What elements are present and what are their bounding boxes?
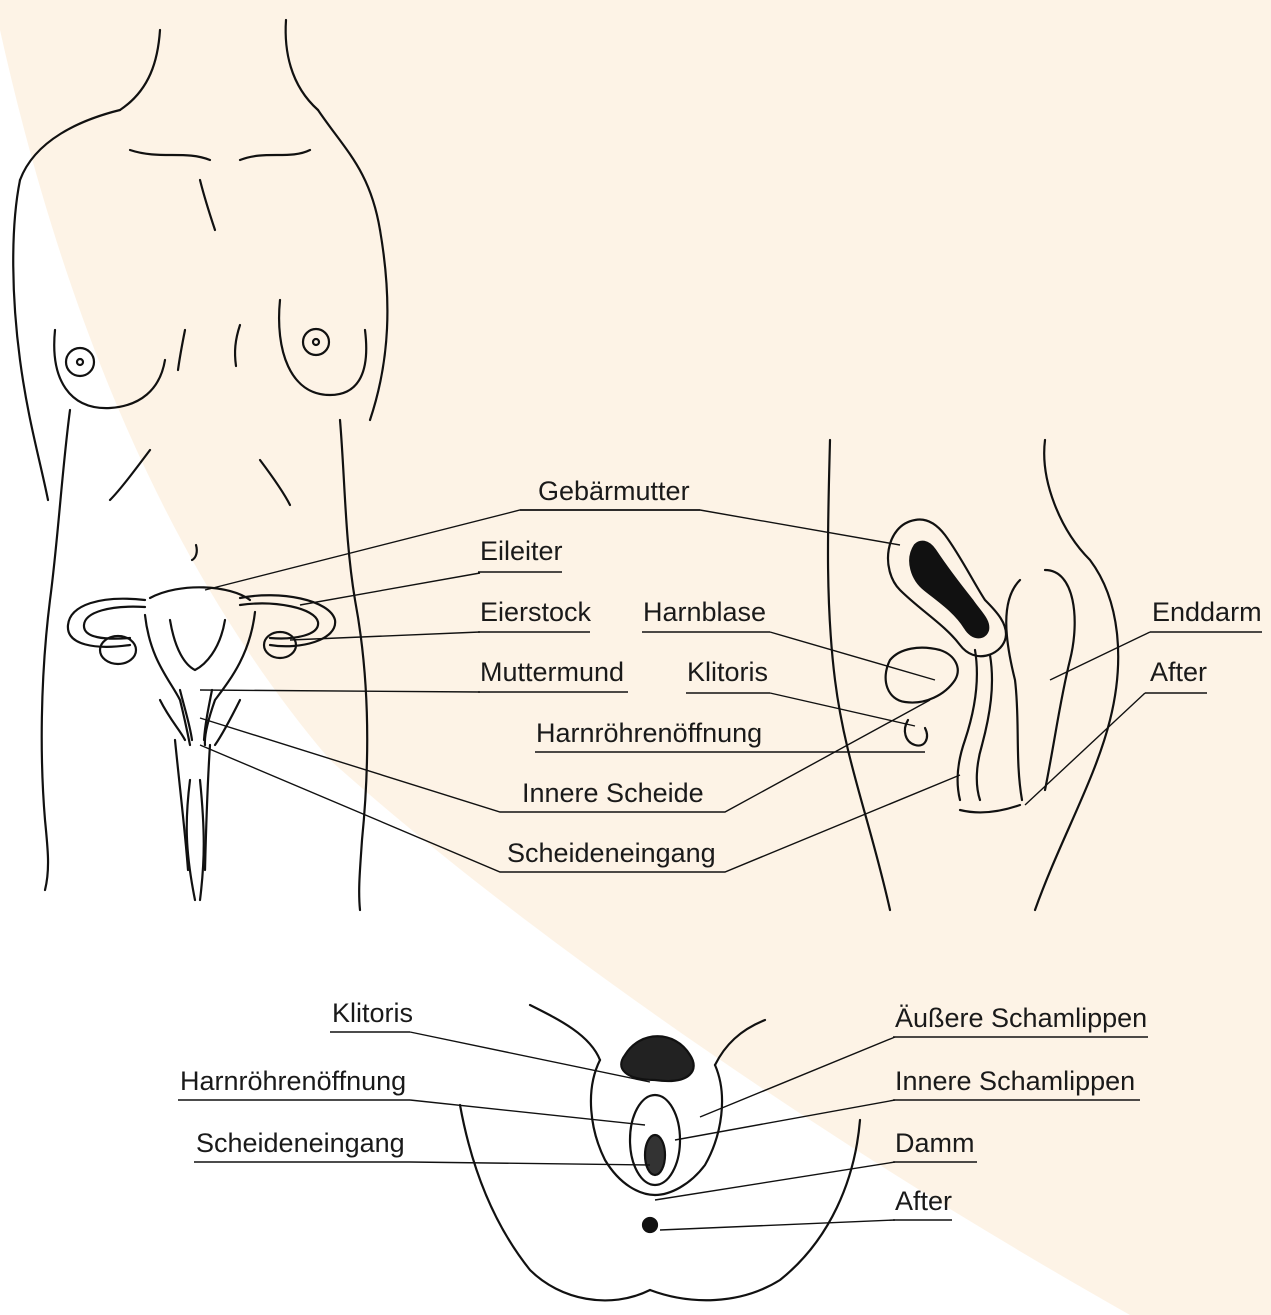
label-damm: Damm xyxy=(895,1128,975,1158)
label-after-side: After xyxy=(1150,657,1207,687)
label-enddarm: Enddarm xyxy=(1152,597,1262,627)
label-aeussere-schamlippen: Äußere Schamlippen xyxy=(895,1003,1147,1033)
label-gebaermutter: Gebärmutter xyxy=(538,476,690,506)
label-klitoris-side: Klitoris xyxy=(687,657,768,687)
label-scheideneingang-bottom: Scheideneingang xyxy=(196,1128,405,1158)
label-innere-schamlippen: Innere Schamlippen xyxy=(895,1066,1135,1096)
label-klitoris-bottom: Klitoris xyxy=(332,998,413,1028)
label-after-bottom: After xyxy=(895,1186,952,1216)
label-scheideneingang-top: Scheideneingang xyxy=(507,838,716,868)
label-eierstock: Eierstock xyxy=(480,597,592,627)
label-muttermund: Muttermund xyxy=(480,657,624,687)
label-innere-scheide: Innere Scheide xyxy=(522,778,704,808)
label-harnblase: Harnblase xyxy=(643,597,766,627)
label-eileiter: Eileiter xyxy=(480,536,563,566)
label-harnroehrenoeffnung-bottom: Harnröhrenöffnung xyxy=(180,1066,406,1096)
label-harnroehrenoeffnung-side: Harnröhrenöffnung xyxy=(536,718,762,748)
